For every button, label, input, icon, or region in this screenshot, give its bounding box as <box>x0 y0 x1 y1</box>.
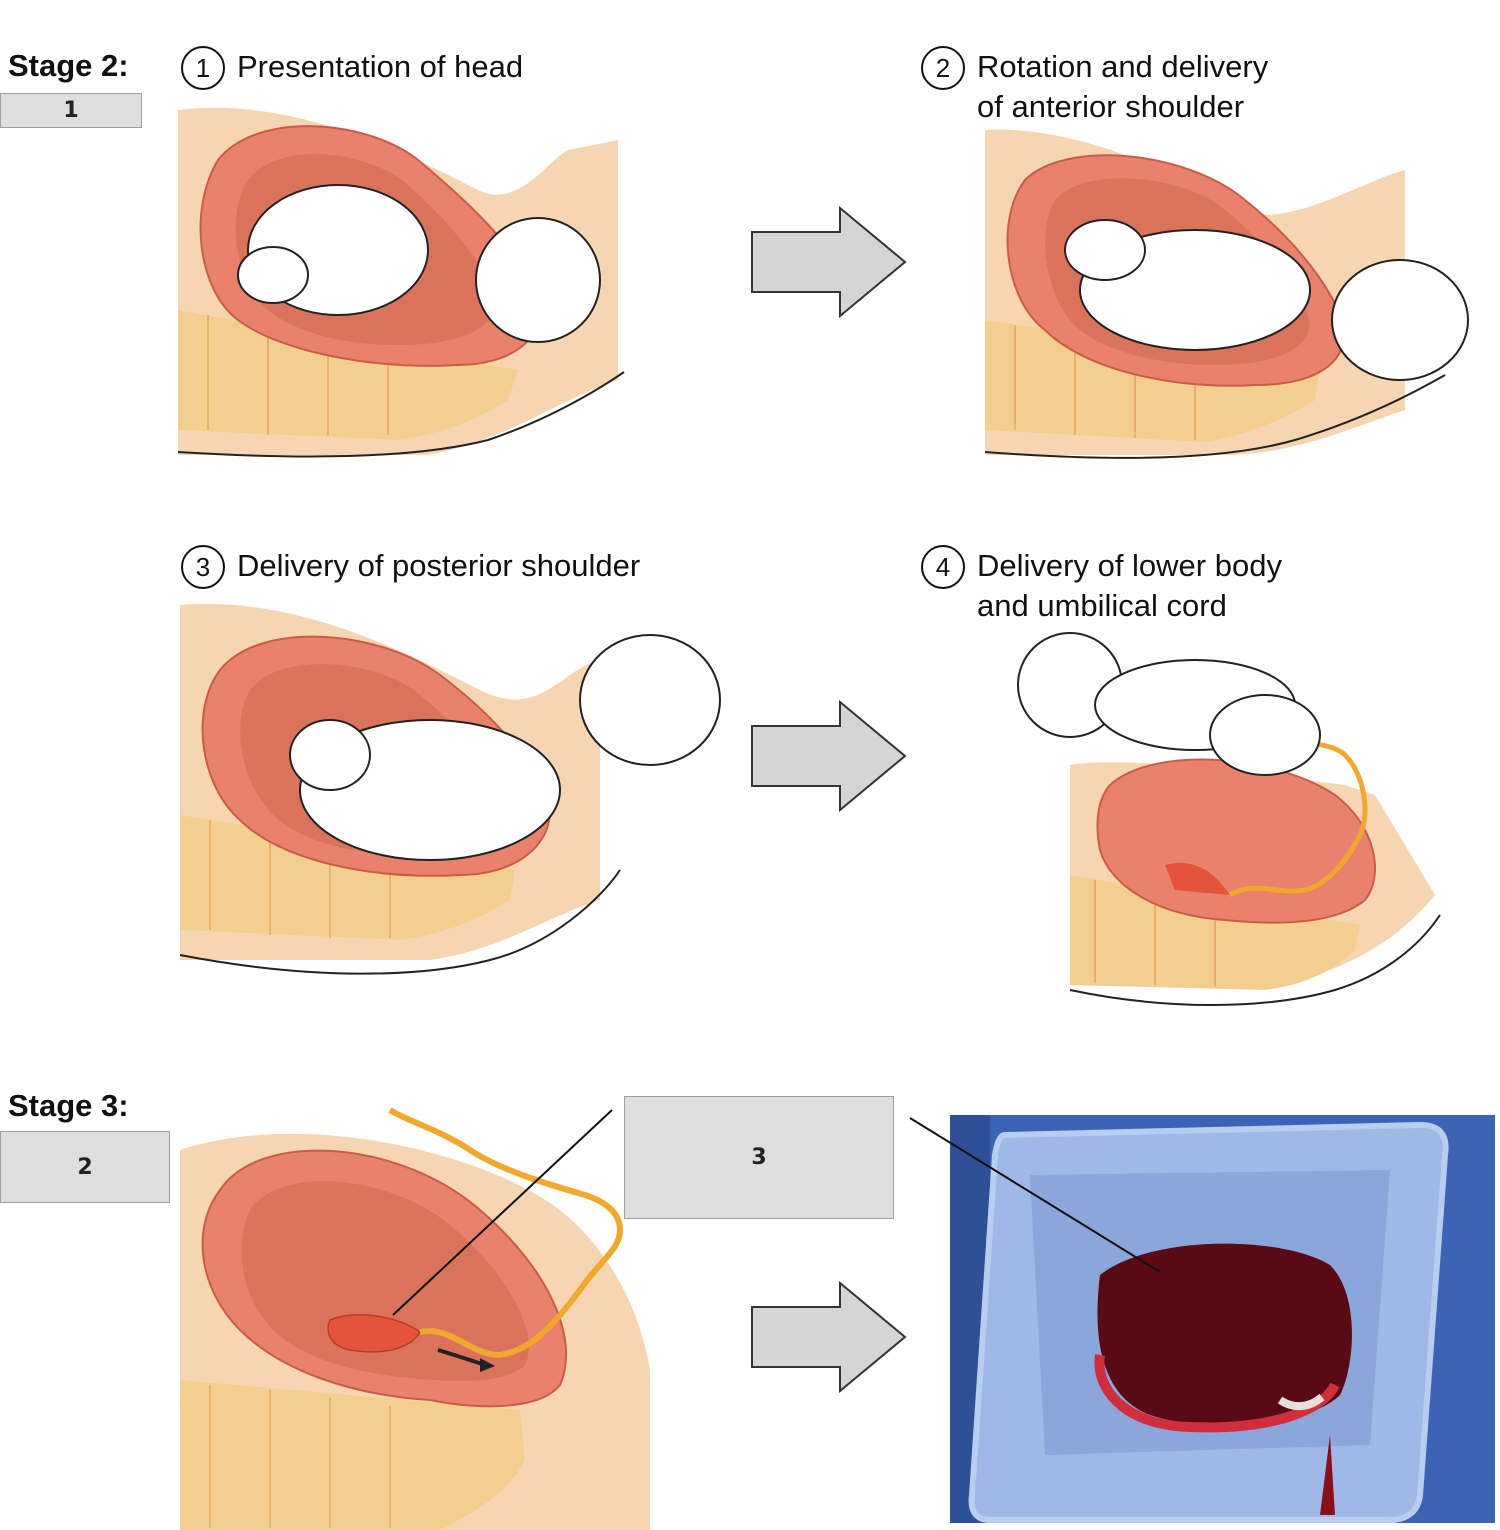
arrow-right-icon <box>751 1280 907 1394</box>
step-4-text: Delivery of lower body and umbilical cor… <box>977 548 1282 623</box>
step-1-number: 1 <box>181 46 225 90</box>
stage-2-answer-box[interactable]: 1 <box>0 93 142 128</box>
illustration-placenta-expulsion <box>180 1107 650 1530</box>
step-1-caption: 1 Presentation of head <box>181 46 523 90</box>
illustration-rotation-anterior-shoulder <box>984 129 1469 459</box>
illustration-presentation-of-head <box>177 107 625 458</box>
step-2-number: 2 <box>921 46 965 90</box>
arrow-right-icon <box>751 699 907 813</box>
illustration-lower-body-and-cord <box>1017 632 1441 1006</box>
step-3-caption: 3 Delivery of posterior shoulder <box>181 545 640 589</box>
step-1-text: Presentation of head <box>237 49 524 84</box>
step-3-text: Delivery of posterior shoulder <box>237 548 641 583</box>
step-2-caption: 2 Rotation and delivery of anterior shou… <box>921 46 1268 127</box>
stage-2-label: Stage 2: <box>8 48 129 83</box>
illustration-posterior-shoulder <box>179 603 721 975</box>
arrow-right-icon <box>751 205 907 319</box>
step-3-number: 3 <box>181 545 225 589</box>
step-4-number: 4 <box>921 545 965 589</box>
placenta-photo <box>950 1115 1495 1523</box>
step-2-text: Rotation and delivery of anterior should… <box>977 49 1269 124</box>
stage-3-callout-box[interactable]: 3 <box>624 1096 894 1219</box>
step-4-caption: 4 Delivery of lower body and umbilical c… <box>921 545 1282 626</box>
stage-3-label: Stage 3: <box>8 1088 129 1123</box>
stage-3-answer-box[interactable]: 2 <box>0 1131 170 1203</box>
